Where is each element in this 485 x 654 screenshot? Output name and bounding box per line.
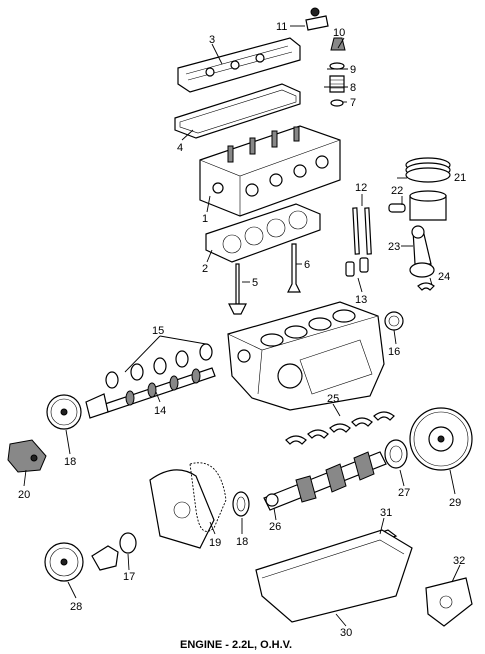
- diagram-caption: ENGINE - 2.2L, O.H.V.: [180, 639, 292, 651]
- exhaust-valve: [287, 243, 301, 293]
- valve-seal: [330, 99, 344, 107]
- callout-1: 1: [202, 213, 208, 225]
- callout-15: 15: [152, 325, 164, 337]
- valve-cover-gasket: [174, 83, 301, 139]
- timing-cover: [149, 469, 215, 549]
- crank-sprocket: [232, 491, 250, 517]
- callout-31: 31: [380, 507, 392, 519]
- callout-18-lower: 18: [236, 536, 248, 548]
- callout-18-upper: 18: [64, 456, 76, 468]
- piston-pin: [388, 203, 406, 213]
- timing-chain: [189, 462, 227, 532]
- callout-14: 14: [154, 405, 166, 417]
- valve-cover: [177, 37, 301, 93]
- crank-hub: [91, 545, 119, 571]
- engine-mount: [7, 439, 47, 473]
- oil-pan: [255, 529, 413, 623]
- engine-block: [227, 301, 385, 411]
- rocker-arm: [305, 7, 329, 31]
- callout-26: 26: [269, 521, 281, 533]
- piston-rings: [405, 157, 451, 183]
- main-bearings: [285, 411, 395, 445]
- connecting-rod: [409, 225, 435, 278]
- callout-23: 23: [388, 241, 400, 253]
- callout-13: 13: [355, 294, 367, 306]
- crankshaft: [263, 451, 387, 511]
- callout-21: 21: [454, 172, 466, 184]
- callout-32: 32: [453, 555, 465, 567]
- callout-20: 20: [18, 489, 30, 501]
- callout-3: 3: [209, 34, 215, 46]
- callout-30: 30: [340, 627, 352, 639]
- cylinder-head: [199, 125, 341, 217]
- valve-spring: [329, 75, 345, 93]
- callout-22: 22: [391, 185, 403, 197]
- intake-valve: [228, 263, 247, 315]
- harmonic-balancer: [44, 542, 84, 582]
- head-gasket: [205, 203, 321, 263]
- oil-pump: [425, 577, 473, 627]
- crank-rear-seal: [384, 439, 408, 469]
- cam-sprocket: [46, 394, 82, 430]
- rod-bearing: [417, 282, 435, 291]
- callout-28: 28: [70, 601, 82, 613]
- callout-29: 29: [449, 497, 461, 509]
- piston: [409, 190, 447, 221]
- callout-19: 19: [209, 537, 221, 549]
- pushrods: [352, 207, 372, 255]
- flywheel: [409, 407, 473, 471]
- callout-10: 10: [333, 27, 345, 39]
- callout-2: 2: [202, 263, 208, 275]
- callout-7: 7: [350, 97, 356, 109]
- leader-lines: [23, 25, 461, 627]
- rear-main-seal: [384, 311, 404, 331]
- callout-9: 9: [350, 64, 356, 76]
- callout-numbers: 1 2 3 4 5 6 7 8 9 10 11 12 13 14 15 16 1…: [18, 21, 466, 639]
- callout-5: 5: [252, 277, 258, 289]
- callout-27: 27: [398, 487, 410, 499]
- callout-24: 24: [438, 271, 450, 283]
- lifters: [345, 257, 369, 277]
- callout-17: 17: [123, 571, 135, 583]
- callout-11: 11: [276, 21, 287, 33]
- callout-6: 6: [304, 259, 310, 271]
- crank-pulley: [119, 532, 137, 554]
- cam-bearings: [105, 343, 213, 389]
- callout-25: 25: [327, 393, 339, 405]
- callout-16: 16: [388, 346, 400, 358]
- callout-4: 4: [177, 142, 183, 154]
- callout-12: 12: [355, 182, 367, 194]
- callout-8: 8: [350, 82, 356, 94]
- retainer: [329, 62, 345, 70]
- thrust-plate: [85, 393, 109, 419]
- rocker-ball: [330, 37, 346, 51]
